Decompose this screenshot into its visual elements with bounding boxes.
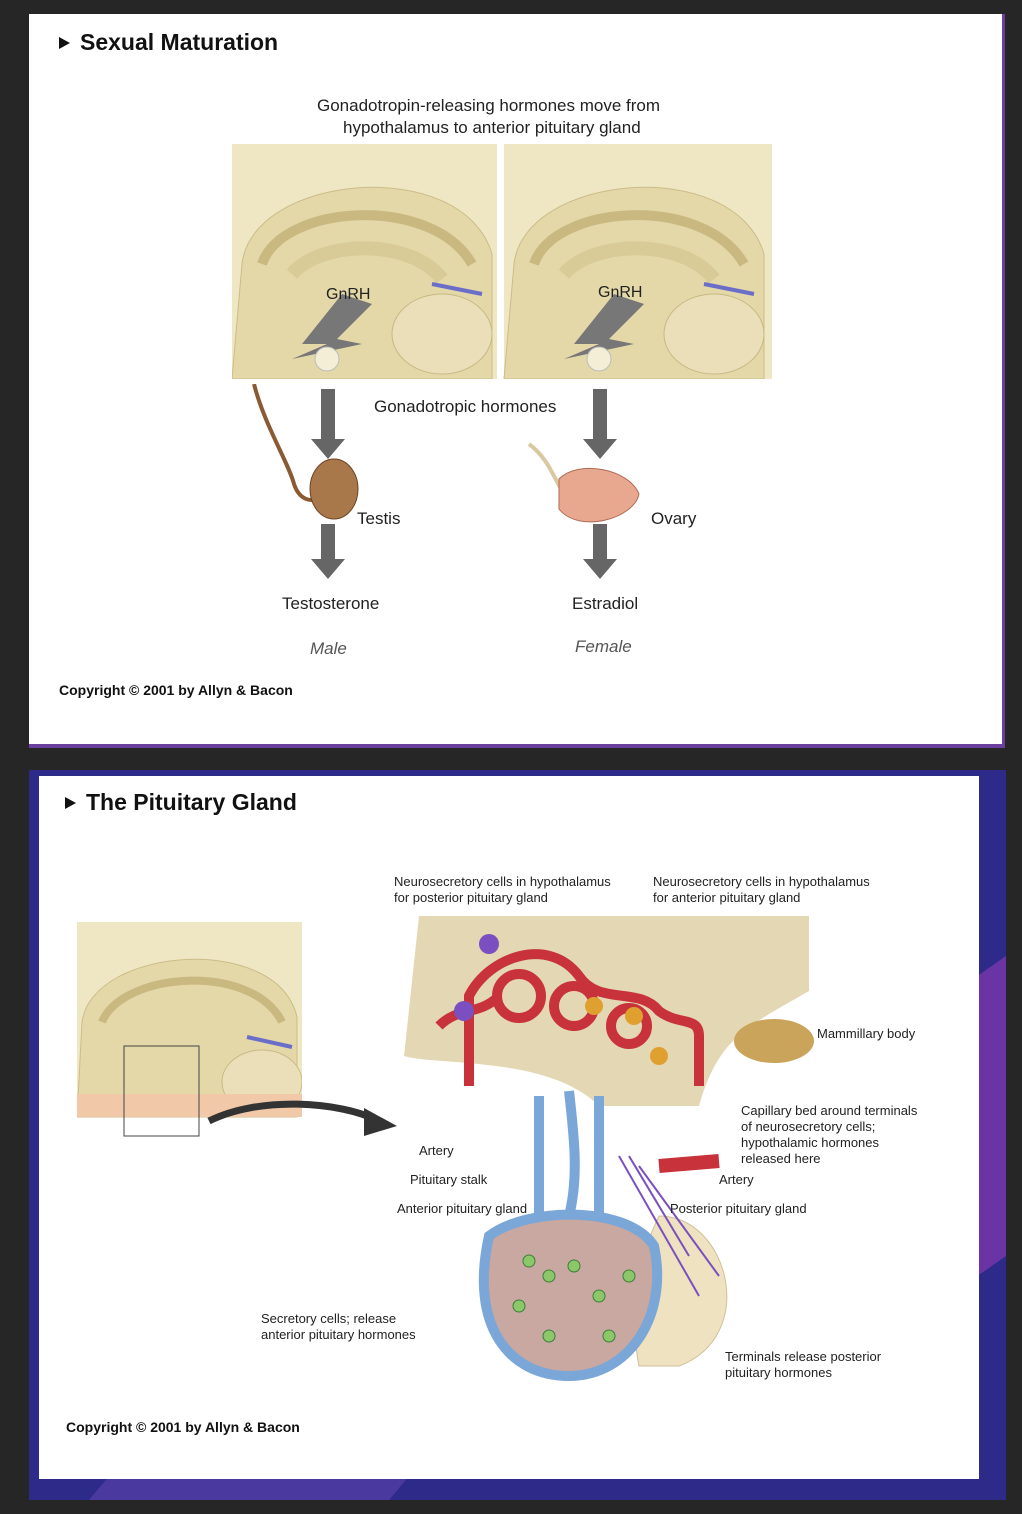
- female-label: Female: [575, 637, 632, 656]
- label-neuro-anterior-1: Neurosecretory cells in hypothalamus: [653, 874, 870, 889]
- label-artery-right: Artery: [719, 1172, 754, 1187]
- testosterone-label: Testosterone: [282, 594, 380, 613]
- copyright: Copyright © 2001 by Allyn & Bacon: [66, 1419, 300, 1435]
- neurosecretory-cell-anterior: [650, 1047, 668, 1065]
- label-posterior-pituitary: Posterior pituitary gland: [670, 1201, 807, 1216]
- label-capillary-2: of neurosecretory cells;: [741, 1119, 876, 1134]
- label-secretory-1: Secretory cells; release: [261, 1311, 397, 1326]
- testis-label: Testis: [357, 509, 401, 528]
- caption-line-2: hypothalamus to anterior pituitary gland: [343, 118, 641, 137]
- slide-title: Sexual Maturation: [59, 29, 278, 56]
- portal-vessels: [534, 1090, 604, 1218]
- slide-title-text: Sexual Maturation: [80, 29, 279, 55]
- gnrh-label-left: GnRH: [326, 286, 371, 303]
- testis-image: [309, 458, 359, 520]
- gonad-diagram: [252, 384, 640, 579]
- label-neuro-anterior-2: for anterior pituitary gland: [653, 890, 801, 905]
- secretory-cells: [512, 1254, 636, 1343]
- gonadotropic-label: Gonadotropic hormones: [374, 397, 557, 416]
- slide-pituitary-gland: The Pituitary Gland: [39, 776, 979, 1479]
- neurosecretory-cell-anterior: [585, 997, 603, 1015]
- bullet-triangle-icon: [65, 796, 76, 809]
- neurosecretory-cell-posterior: [479, 934, 499, 954]
- anterior-lobe: [478, 1209, 663, 1382]
- label-capillary-1: Capillary bed around terminals: [741, 1103, 918, 1118]
- label-terminals-1: Terminals release posterior: [725, 1349, 882, 1364]
- mammillary-body: [734, 1019, 814, 1063]
- pituitary-diagram: [404, 916, 814, 1382]
- copyright: Copyright © 2001 by Allyn & Bacon: [59, 682, 293, 698]
- slide-sexual-maturation: Sexual Maturation Gonadotropin-releasing…: [29, 14, 1005, 748]
- label-anterior-pituitary: Anterior pituitary gland: [397, 1201, 528, 1216]
- label-capillary-4: released here: [741, 1151, 821, 1166]
- estradiol-label: Estradiol: [572, 594, 639, 613]
- brain-right-image: [503, 144, 772, 379]
- label-secretory-2: anterior pituitary hormones: [261, 1327, 416, 1342]
- brain-sagittal-images: [232, 144, 772, 379]
- caption-line-1: Gonadotropin-releasing hormones move fro…: [317, 96, 661, 115]
- label-capillary-3: hypothalamic hormones: [741, 1135, 880, 1150]
- bullet-triangle-icon: [59, 36, 70, 49]
- label-neuro-posterior-2: for posterior pituitary gland: [394, 890, 548, 905]
- male-label: Male: [310, 639, 347, 658]
- brain-left-image: [232, 144, 497, 379]
- label-neuro-posterior-1: Neurosecretory cells in hypothalamus: [394, 874, 611, 889]
- curved-arrow-icon: [207, 1100, 397, 1136]
- slide-frame: The Pituitary Gland: [29, 770, 1006, 1500]
- neurosecretory-cell-posterior: [454, 1001, 474, 1021]
- label-terminals-2: pituitary hormones: [725, 1365, 832, 1380]
- neurosecretory-cell-anterior: [625, 1007, 643, 1025]
- slide-title-text: The Pituitary Gland: [86, 789, 297, 815]
- vas-deferens: [252, 384, 320, 503]
- ovary-label: Ovary: [651, 509, 697, 528]
- label-mammillary: Mammillary body: [817, 1026, 916, 1041]
- gnrh-label-right: GnRH: [598, 284, 643, 301]
- down-arrow-icon: [311, 389, 617, 579]
- zoom-box: [123, 1045, 200, 1137]
- slide-title: The Pituitary Gland: [65, 789, 297, 816]
- ovary-image: [558, 467, 640, 523]
- label-artery-left: Artery: [419, 1143, 454, 1158]
- posterior-axons: [618, 1155, 720, 1297]
- label-pituitary-stalk: Pituitary stalk: [410, 1172, 488, 1187]
